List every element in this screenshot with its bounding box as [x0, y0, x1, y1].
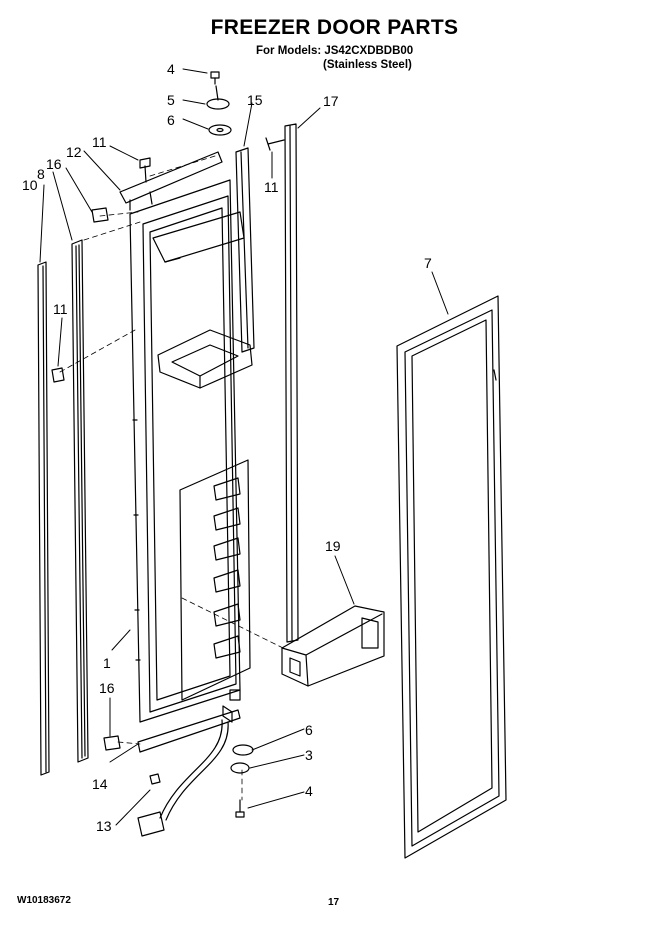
bottom-hinge-parts	[222, 689, 254, 818]
part-15-side-trim	[235, 147, 255, 353]
callout-1: 1	[103, 655, 111, 671]
callout-10: 10	[22, 177, 38, 193]
callout-labels: 4 5 6 15 17 11 12 16 8 10 11 11 7 19 1 1…	[22, 61, 432, 834]
callout-15: 15	[247, 92, 263, 108]
callout-11-left: 11	[53, 301, 68, 317]
top-hinge-parts	[206, 71, 232, 136]
callout-13: 13	[96, 818, 112, 834]
leader-lines	[39, 68, 449, 826]
callout-11-top: 11	[92, 134, 107, 150]
part-10-trim-strip	[37, 261, 50, 776]
page-title: FREEZER DOOR PARTS	[210, 16, 459, 39]
part-13-wire-harness	[137, 719, 229, 837]
callout-6-bottom: 6	[305, 722, 313, 738]
callout-6-top: 6	[167, 112, 175, 128]
callout-16-bottom: 16	[99, 680, 115, 696]
part-17-strip	[284, 123, 299, 643]
callout-16-top: 16	[46, 156, 62, 172]
callout-14: 14	[92, 776, 108, 792]
bottom-bracket-14	[137, 709, 241, 753]
document-number: W10183672	[17, 895, 71, 906]
projection-lines	[59, 155, 284, 801]
models-subtitle: For Models: JS42CXDBDB00 (Stainless Stee…	[256, 44, 413, 72]
models-label: For Models: JS42CXDBDB00	[256, 45, 414, 57]
callout-5: 5	[167, 92, 175, 108]
part-16-clip-lower	[103, 735, 121, 751]
callout-3: 3	[305, 747, 313, 763]
callout-11-right: 11	[264, 179, 279, 195]
part-16-clip-upper	[91, 207, 109, 223]
callout-17: 17	[323, 93, 339, 109]
part-7-door-panel	[396, 295, 507, 859]
part-1-door-liner	[129, 179, 253, 723]
callout-4-top: 4	[167, 61, 175, 77]
models-sub: (Stainless Steel)	[323, 59, 412, 71]
page-number: 17	[328, 897, 340, 908]
callout-7: 7	[424, 255, 432, 271]
part-12-top-bracket	[119, 151, 223, 211]
screws-11	[51, 137, 285, 383]
part-19-door-bin	[281, 605, 385, 687]
callout-19: 19	[325, 538, 341, 554]
callout-8: 8	[37, 166, 45, 182]
part-8-side-strip	[71, 239, 89, 763]
callout-12: 12	[66, 144, 82, 160]
callout-4-bottom: 4	[305, 783, 313, 799]
